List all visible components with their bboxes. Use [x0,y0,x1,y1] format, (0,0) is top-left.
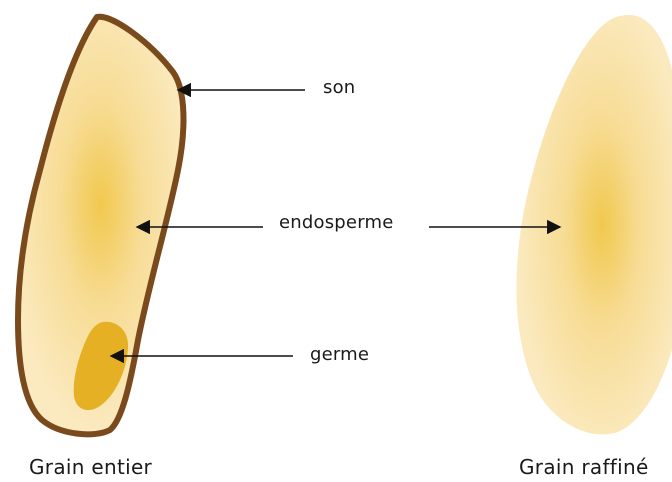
refined-grain-kernel [516,15,672,434]
germ-label: germe [310,346,369,364]
refined-grain-caption: Grain raffiné [519,457,649,477]
endosperm-label: endosperme [279,214,394,232]
bran-label: son [323,79,355,97]
whole-grain-caption: Grain entier [29,457,152,477]
